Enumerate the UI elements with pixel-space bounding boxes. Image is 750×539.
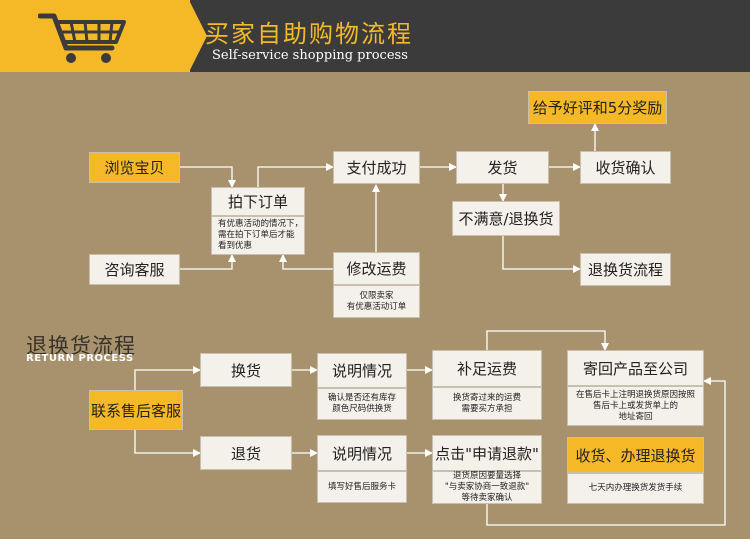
explain-exchange-note: 确认是否还有库存 颜色尺码供换货 [317,388,407,420]
ship-node: 发货 [456,151,549,184]
modify-shipping-note: 仅限卖家 有优惠活动订单 [333,285,420,318]
connector-apply-sendback [486,377,726,526]
apply-refund-node: 点击"申请退款" [432,435,542,471]
return-goods-node: 退货 [200,436,292,470]
add-shipping-note: 换货寄过来的运费 需要买方承担 [432,387,542,420]
page-subtitle: Self-service shopping process [212,48,408,63]
connector-contact-return [134,430,201,457]
consult-service-node: 咨询客服 [89,254,180,285]
explain-exchange-node: 说明情况 [317,353,407,388]
connector-consult-order [180,254,236,270]
payment-success-node: 支付成功 [333,151,420,184]
browse-items-node: 浏览宝贝 [89,152,180,183]
connector-contact-exchange [134,366,201,390]
header-arrow [189,0,207,72]
unsatisfied-return-node: 不满意/退换货 [452,201,560,236]
return-section-title: 退换货流程 [26,334,136,358]
header-accent [0,0,190,72]
confirm-receipt-node: 收货确认 [580,151,671,184]
connector-order-pay [257,163,334,187]
apply-refund-note: 退货原因要量选择 "与卖家协商一致退款" 等待卖家确认 [432,471,542,504]
send-back-node: 寄回产品至公司 [567,350,704,386]
receive-process-note: 七天内办理换货发货手续 [567,473,704,504]
exchange-node: 换货 [200,353,292,387]
place-order-node: 拍下订单 [211,187,305,216]
return-section-subtitle: RETURN PROCESS [26,353,134,364]
contact-aftersales-node: 联系售后客服 [89,390,183,430]
shopping-cart-icon [38,13,126,63]
connector-browse-order [180,166,236,188]
praise-reward-node: 给予好评和5分奖励 [528,91,667,124]
modify-shipping-node: 修改运费 [333,252,420,285]
send-back-note: 在售后卡上注明退换货原因按照 售后卡上或发货单上的 地址寄回 [567,386,704,426]
add-shipping-node: 补足运费 [432,350,542,387]
connector-add-sendback [486,330,609,351]
connector-unsatisfied-return [502,236,581,273]
page-title: 买家自助购物流程 [205,20,413,48]
place-order-note: 有优惠活动的情况下， 需在拍下订单后才能 看到优惠 [211,216,305,255]
return-flow-node: 退换货流程 [580,253,671,286]
connector-modify-order [279,254,333,270]
receive-process-node: 收货、办理退换货 [567,437,704,473]
explain-return-node: 说明情况 [317,435,407,471]
explain-return-note: 填写好售后服务卡 [317,471,407,503]
